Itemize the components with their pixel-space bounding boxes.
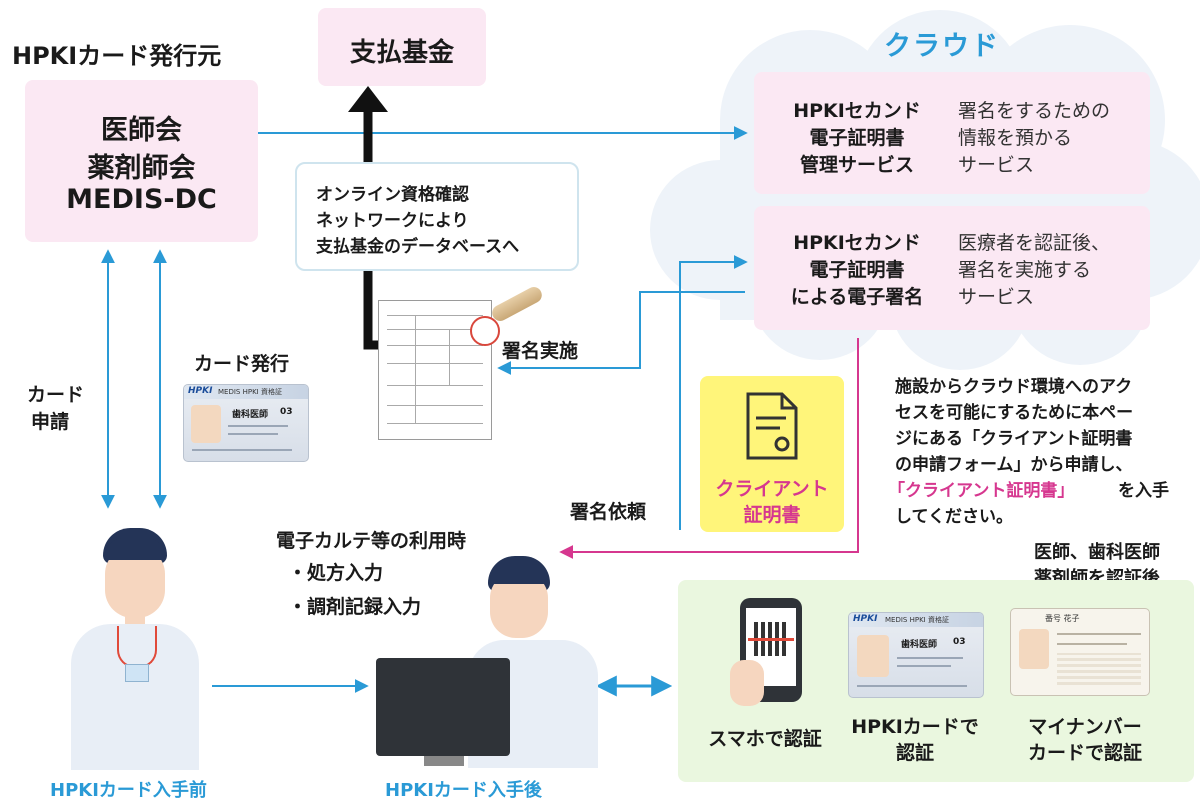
before-label: HPKIカード入手前 <box>50 780 207 801</box>
signature-request-label: 署名依頼 <box>570 501 647 523</box>
client-cert-label-2: 証明書 <box>743 504 801 526</box>
stamp-icon <box>470 316 500 346</box>
online-note-line-3: 支払基金のデータベースへ <box>316 237 520 257</box>
card-role: 歯科医師 <box>232 410 269 420</box>
online-note-line-1: オンライン資格確認 <box>316 185 469 205</box>
arrow-signature-request <box>679 255 748 530</box>
card-header: MEDIS HPKI 資格証 <box>218 388 282 396</box>
computer-monitor-icon <box>376 658 510 756</box>
after-label: HPKIカード入手後 <box>385 780 542 801</box>
instruction-last: してください。 <box>895 507 1013 527</box>
smartphone-qr-icon <box>730 598 802 706</box>
hpki-card-issued: HPKI MEDIS HPKI 資格証 歯科医師 03 <box>183 384 309 462</box>
card-issue-label: カード発行 <box>194 353 290 375</box>
signature-done-label: 署名実施 <box>502 340 579 362</box>
card-apply-label-2: 申請 <box>31 411 70 433</box>
auth-note-1: 医師、歯科医師 <box>1034 542 1160 563</box>
instruction-line-3: ジにある「クライアント証明書 <box>895 429 1133 449</box>
service-box-signature <box>754 206 1150 330</box>
card-brand: HPKI <box>188 386 213 396</box>
issuer-heading: HPKIカード発行元 <box>12 42 222 70</box>
issuer-line-3: MEDIS-DC <box>66 184 217 215</box>
service-1-desc-2: 情報を預かる <box>958 127 1073 149</box>
document-certificate-icon <box>746 392 798 460</box>
instruction-line-1: 施設からクラウド環境へのアク <box>895 377 1133 397</box>
service-2-desc-2: 署名を実施する <box>958 259 1092 281</box>
service-1-desc-3: サービス <box>958 154 1035 176</box>
issuer-line-2: 薬剤師会 <box>87 153 196 184</box>
instruction-line-4: の申請フォーム」から申請し、 <box>895 455 1133 475</box>
card-apply-label-1: カード <box>27 384 85 406</box>
service-2-title-3: による電子署名 <box>790 286 924 308</box>
issuer-line-1: 医師会 <box>101 115 182 146</box>
client-cert-label-1: クライアント <box>715 478 829 500</box>
auth-card-brand: HPKI <box>853 614 878 624</box>
service-1-title-1: HPKIセカンド <box>793 100 921 122</box>
client-cert-box <box>700 376 844 532</box>
auth-card-header: MEDIS HPKI 資格証 <box>885 616 949 624</box>
online-note-box <box>295 162 579 271</box>
usage-item-2: ・調剤記録入力 <box>288 596 422 618</box>
service-2-title-1: HPKIセカンド <box>793 232 921 254</box>
usage-item-1: ・処方入力 <box>288 562 384 584</box>
service-1-title-3: 管理サービス <box>799 154 914 176</box>
auth-method-3-label-1: マイナンバー <box>1028 716 1142 738</box>
online-note-line-2: ネットワークにより <box>316 211 469 231</box>
service-box-management <box>754 72 1150 194</box>
monitor-stand <box>424 756 464 766</box>
auth-method-2-label-2: 認証 <box>895 742 934 764</box>
fund-label: 支払基金 <box>349 38 454 68</box>
instruction-after-highlight: を入手 <box>1118 481 1169 501</box>
card-number: 03 <box>280 407 293 417</box>
arrow-signature-done <box>497 291 745 375</box>
hpki-card-auth: HPKI MEDIS HPKI 資格証 歯科医師 03 <box>848 612 984 698</box>
auth-card-role: 歯科医師 <box>901 640 938 650</box>
auth-method-3-label-2: カードで認証 <box>1027 742 1142 764</box>
fund-box <box>318 8 486 86</box>
service-1-title-2: 電子証明書 <box>809 127 905 149</box>
auth-method-2-label-1: HPKIカードで <box>851 716 979 738</box>
service-2-desc-3: サービス <box>958 286 1035 308</box>
auth-card-number: 03 <box>953 637 966 647</box>
mynumber-name: 番号 花子 <box>1045 614 1080 623</box>
issuer-box <box>25 80 258 242</box>
cloud-label: クラウド <box>884 31 1000 62</box>
service-1-desc-1: 署名をするための <box>958 100 1111 122</box>
instruction-line-2: セスを可能にするために本ペー <box>895 403 1134 423</box>
service-2-desc-1: 医療者を認証後、 <box>958 232 1111 254</box>
instruction-highlight: 「クライアント証明書」 <box>888 481 1075 501</box>
usage-title: 電子カルテ等の利用時 <box>276 530 467 552</box>
mynumber-card: 番号 花子 <box>1010 608 1150 696</box>
service-2-title-2: 電子証明書 <box>809 259 905 281</box>
arrow-client-cert <box>559 338 859 559</box>
auth-method-1-label: スマホで認証 <box>708 728 822 750</box>
person-before <box>55 520 215 770</box>
